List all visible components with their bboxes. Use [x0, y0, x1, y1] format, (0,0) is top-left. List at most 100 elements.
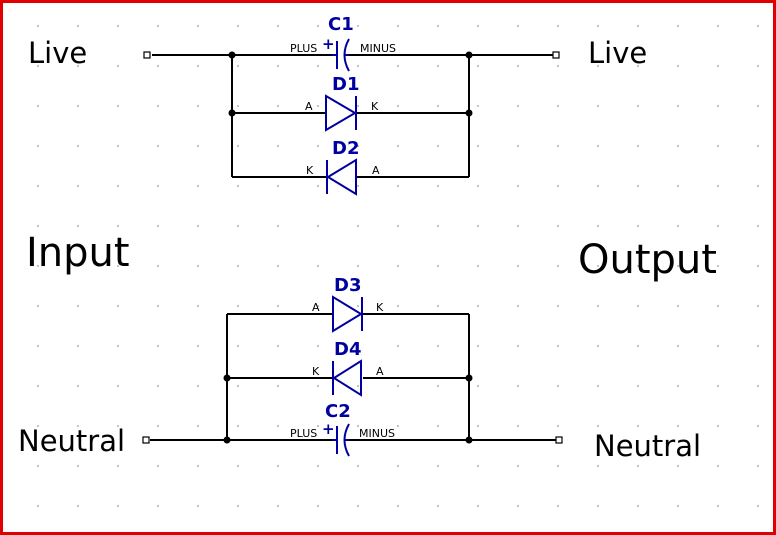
grid-dot [157, 505, 159, 507]
grid-dot [517, 305, 519, 307]
grid-dot [597, 385, 599, 387]
d1-pin-k-label: K [371, 100, 379, 113]
neutral-output-terminal[interactable] [555, 436, 563, 444]
grid-dot [557, 225, 559, 227]
grid-dot [37, 225, 39, 227]
grid-dot [357, 25, 359, 27]
grid-dot [637, 25, 639, 27]
grid-dot [397, 425, 399, 427]
grid-dot [157, 465, 159, 467]
grid-dot [437, 185, 439, 187]
grid-dot [757, 105, 759, 107]
grid-dot [717, 465, 719, 467]
grid-dot [77, 385, 79, 387]
junction-dot [228, 51, 236, 59]
grid-dot [597, 185, 599, 187]
grid-dot [477, 105, 479, 107]
grid-dot [557, 145, 559, 147]
grid-dot [117, 505, 119, 507]
grid-dot [597, 505, 599, 507]
grid-dot [477, 265, 479, 267]
grid-dot [77, 225, 79, 227]
c2-plus-sign: + [322, 420, 335, 438]
grid-dot [157, 305, 159, 307]
grid-dot [157, 385, 159, 387]
grid-dot [557, 465, 559, 467]
c1-pin-plus-label: PLUS [290, 42, 317, 55]
diode-d2[interactable]: D2 K A [306, 138, 380, 196]
grid-dot [517, 65, 519, 67]
grid-dot [317, 465, 319, 467]
grid-dot [757, 265, 759, 267]
neutral-input-terminal[interactable] [142, 436, 150, 444]
grid-dot [237, 225, 239, 227]
grid-dot [677, 505, 679, 507]
grid-dot [477, 185, 479, 187]
grid-dot [597, 345, 599, 347]
grid-dot [597, 265, 599, 267]
live-output-terminal[interactable] [552, 51, 560, 59]
grid-dot [237, 345, 239, 347]
grid-dot [517, 425, 519, 427]
grid-dot [717, 145, 719, 147]
grid-dot [597, 465, 599, 467]
grid-dot [157, 185, 159, 187]
grid-dot [677, 465, 679, 467]
diode-d1[interactable]: D1 A K [305, 74, 379, 132]
c1-plate-curved [343, 38, 350, 72]
live-input-terminal[interactable] [143, 51, 151, 59]
neutral-input-label: Neutral [18, 424, 125, 458]
grid-dot [117, 385, 119, 387]
grid-dot [677, 305, 679, 307]
grid-dot [157, 265, 159, 267]
grid-dot [317, 65, 319, 67]
grid-dot [357, 465, 359, 467]
grid-dot [677, 345, 679, 347]
grid-dot [557, 265, 559, 267]
grid-dot [357, 265, 359, 267]
grid-dot [677, 105, 679, 107]
c1-pin-minus-label: MINUS [360, 42, 396, 55]
grid-dot [637, 465, 639, 467]
grid-dot [237, 465, 239, 467]
grid-dot [637, 105, 639, 107]
grid-dot [277, 465, 279, 467]
grid-dot [317, 385, 319, 387]
grid-dot [277, 145, 279, 147]
grid-dot [77, 305, 79, 307]
grid-dot [757, 185, 759, 187]
grid-dot [277, 385, 279, 387]
grid-dot [557, 65, 559, 67]
diode-d3[interactable]: D3 A K [312, 275, 384, 333]
grid-dot [77, 25, 79, 27]
grid-dots [37, 25, 759, 507]
grid-dot [197, 225, 199, 227]
grid-dot [557, 385, 559, 387]
d4-triangle [332, 359, 362, 397]
grid-dot [677, 145, 679, 147]
grid-dot [197, 305, 199, 307]
grid-dot [677, 65, 679, 67]
grid-dot [397, 145, 399, 147]
grid-dot [557, 345, 559, 347]
grid-dot [37, 25, 39, 27]
grid-dot [437, 345, 439, 347]
grid-dot [37, 465, 39, 467]
grid-dot [517, 345, 519, 347]
diode-d4[interactable]: D4 K A [312, 339, 384, 397]
live-input-label: Live [28, 36, 87, 70]
grid-dot [717, 265, 719, 267]
grid-dot [437, 425, 439, 427]
grid-dot [717, 385, 719, 387]
grid-dot [597, 225, 599, 227]
grid-dot [677, 385, 679, 387]
c1-plus-sign: + [322, 35, 335, 53]
grid-dot [677, 225, 679, 227]
live-output-label: Live [588, 36, 647, 70]
capacitor-c2[interactable]: C2 PLUS MINUS + [290, 401, 395, 457]
d3-triangle [332, 295, 363, 333]
capacitor-c1[interactable]: C1 PLUS MINUS + [290, 14, 396, 72]
d4-pin-a-label: A [376, 365, 384, 378]
grid-dot [357, 505, 359, 507]
grid-dot [717, 305, 719, 307]
